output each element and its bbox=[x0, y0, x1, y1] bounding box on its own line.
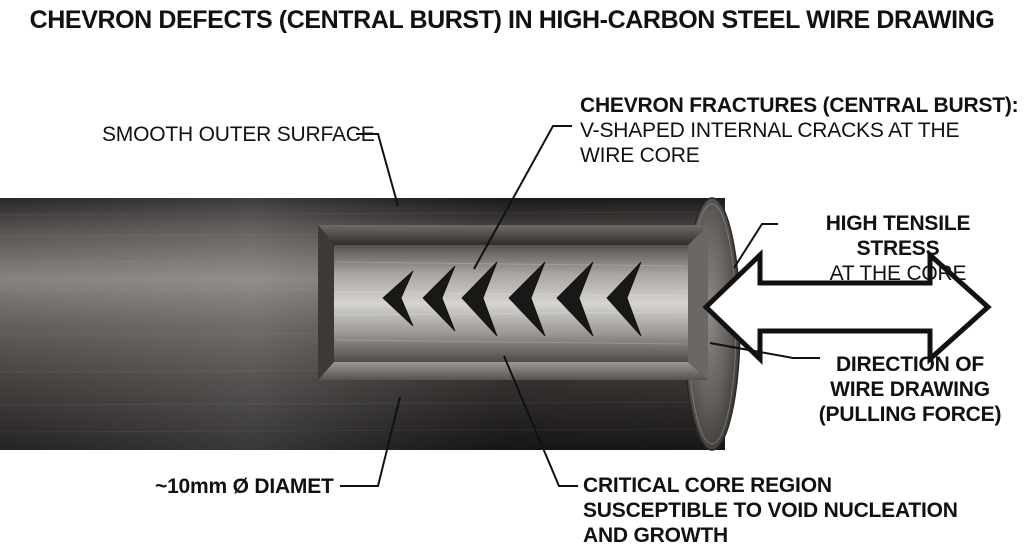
cutaway-wall-left bbox=[318, 225, 334, 380]
leader-chevron bbox=[473, 125, 572, 270]
tensile-line-1: HIGH TENSILE STRESS bbox=[825, 212, 971, 260]
cutaway-section bbox=[318, 225, 708, 380]
direction-line-2: WIRE DRAWING bbox=[830, 377, 990, 401]
chevron-cracks bbox=[382, 261, 642, 337]
chevron-crack bbox=[508, 261, 546, 337]
chevron-desc-line-1: V-SHAPED INTERNAL CRACKS AT THE bbox=[580, 118, 960, 142]
chevron-crack bbox=[382, 270, 414, 327]
label-chevron-fractures: CHEVRON FRACTURES (CENTRAL BURST): V-SHA… bbox=[580, 94, 1019, 168]
leader-smooth-surface bbox=[356, 133, 399, 207]
chevron-crack bbox=[556, 261, 594, 337]
leader-lines bbox=[340, 125, 820, 487]
chevron-crack bbox=[422, 265, 456, 332]
leader-direction bbox=[709, 342, 820, 359]
core-line-2: SUSCEPTIBLE TO VOID NUCLEATION bbox=[583, 498, 958, 522]
core-line-1: CRITICAL CORE REGION bbox=[583, 474, 832, 497]
direction-line-1: DIRECTION OF bbox=[835, 353, 985, 376]
cutaway-wall-right bbox=[688, 225, 708, 380]
leader-tensile bbox=[733, 223, 778, 269]
diagram-title: CHEVRON DEFECTS (CENTRAL BURST) IN HIGH-… bbox=[29, 6, 995, 34]
chevron-crack bbox=[461, 261, 498, 337]
chevron-title: CHEVRON FRACTURES (CENTRAL BURST): bbox=[580, 94, 1019, 117]
cutaway-wall-bottom bbox=[318, 362, 708, 380]
cutaway-wall-top bbox=[318, 225, 708, 245]
tensile-line-2: AT THE CORE bbox=[829, 261, 967, 285]
leader-diameter bbox=[340, 396, 401, 487]
label-tensile-stress: HIGH TENSILE STRESS AT THE CORE bbox=[782, 212, 1014, 286]
chevron-desc-line-2: WIRE CORE bbox=[580, 143, 700, 167]
label-core-region: CRITICAL CORE REGION SUSCEPTIBLE TO VOID… bbox=[583, 474, 958, 548]
label-drawing-direction: DIRECTION OF WIRE DRAWING (PULLING FORCE… bbox=[814, 353, 1006, 427]
core-region bbox=[334, 245, 688, 362]
core-line-3: AND GROWTH bbox=[583, 523, 728, 547]
label-smooth-surface: SMOOTH OUTER SURFACE bbox=[102, 123, 375, 146]
leader-core bbox=[503, 355, 578, 487]
direction-line-3: (PULLING FORCE) bbox=[818, 402, 1002, 426]
pulling-force-arrow bbox=[702, 249, 992, 365]
double-arrow-icon bbox=[702, 249, 992, 365]
chevron-crack bbox=[606, 261, 642, 337]
label-diameter: ~10mm Ø DIAMET bbox=[155, 475, 334, 498]
